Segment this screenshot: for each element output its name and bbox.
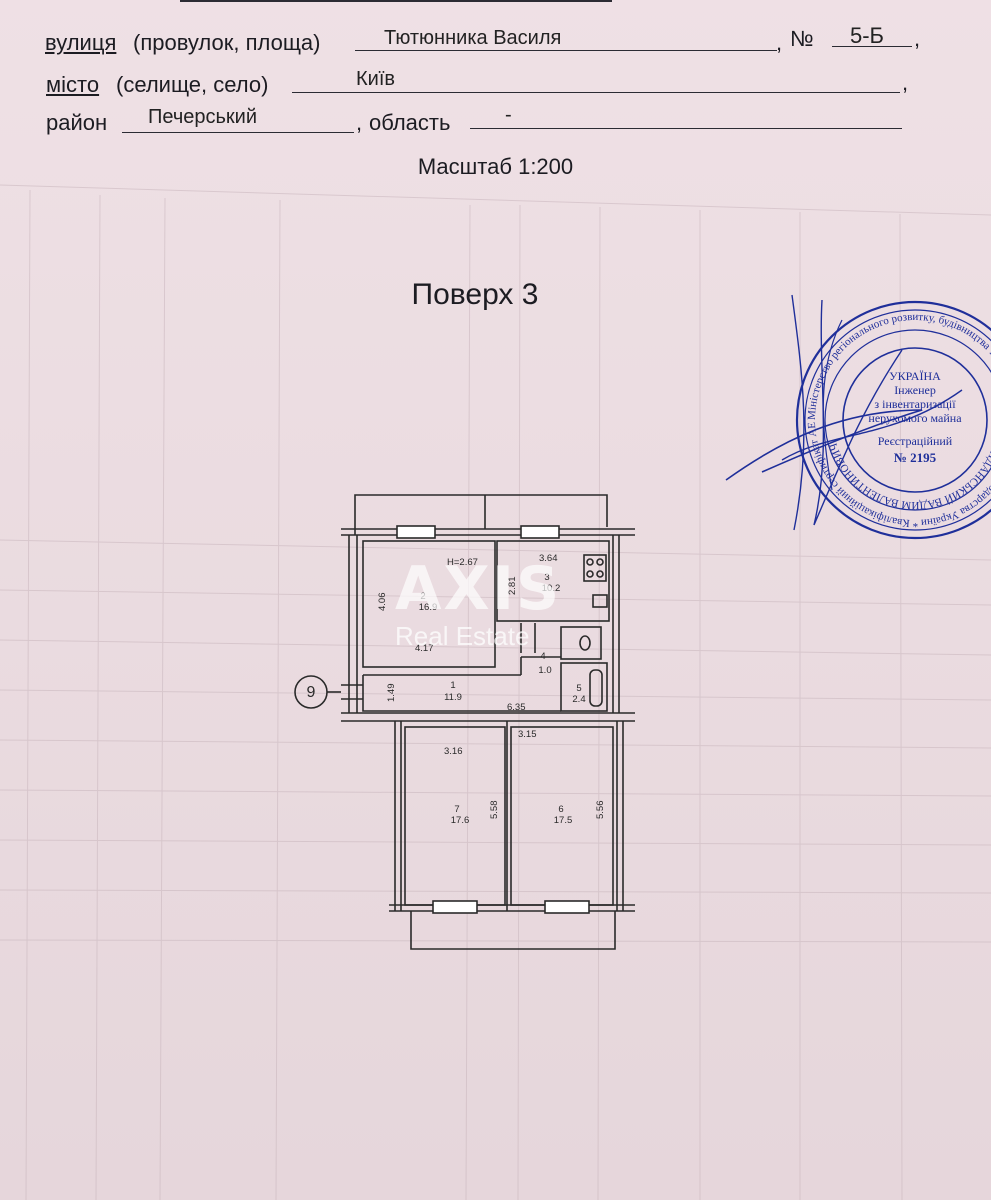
dim-3-16: 3.16	[444, 746, 463, 757]
city-label: місто	[46, 72, 100, 97]
dim-3-15: 3.15	[518, 729, 537, 740]
region-label: область	[369, 110, 451, 135]
top-rule	[180, 0, 612, 2]
number-value: 5-Б	[850, 23, 884, 48]
number-underline	[832, 46, 912, 47]
city-comma: ,	[902, 70, 909, 95]
street-suffix: (провулок, площа)	[133, 30, 321, 55]
axis-marker: 9	[307, 684, 316, 701]
room-1-no: 1	[450, 680, 455, 691]
seal-line-6: № 2195	[894, 450, 937, 465]
district-underline	[122, 132, 354, 133]
district-value: Печерський	[148, 106, 258, 128]
room-6-area: 17.5	[554, 815, 573, 826]
room-2-area: 16.9	[419, 602, 438, 613]
dim-3-64: 3.64	[539, 553, 558, 564]
district-comma: ,	[356, 110, 363, 135]
dim-4-06: 4.06	[377, 593, 388, 612]
watermark-brand: AXIS	[395, 554, 561, 624]
city-suffix: (селище, село)	[116, 72, 269, 97]
seal-line-4: нерухомого майна	[868, 411, 962, 425]
room-4-area: 1.0	[538, 665, 551, 676]
number-label: №	[790, 26, 814, 51]
district-label: район	[46, 110, 108, 135]
room-1-area: 11.9	[444, 692, 462, 703]
region-value: -	[505, 104, 512, 126]
region-underline	[470, 128, 902, 129]
seal-line-3: з інвентаризації	[874, 397, 956, 411]
plan-labels: 9 H=2.67 2 16.9 3 10.2 4 1.0 5 2.4 1 11.…	[307, 553, 606, 826]
room-6-no: 6	[558, 804, 563, 815]
ceiling-height: H=2.67	[447, 557, 478, 568]
scale-label: Масштаб 1:200	[417, 154, 574, 179]
floor-plan: 9 H=2.67 2 16.9 3 10.2 4 1.0 5 2.4 1 11.…	[285, 485, 645, 965]
watermark: AXIS Real Estate	[395, 554, 561, 651]
room-2-no: 2	[420, 591, 425, 602]
room-7-area: 17.6	[451, 815, 470, 826]
room-7-no: 7	[454, 804, 459, 815]
street-label: вулиця	[45, 30, 117, 55]
room-3-area: 10.2	[542, 583, 561, 594]
number-comma: ,	[914, 26, 921, 51]
dim-5-56: 5.56	[595, 801, 606, 820]
dim-2-81: 2.81	[507, 577, 518, 596]
street-underline	[355, 50, 777, 51]
dim-5-58: 5.58	[489, 801, 500, 820]
street-value: Тютюнника Василя	[384, 27, 562, 49]
city-underline	[292, 92, 900, 93]
watermark-sub: Real Estate	[395, 621, 529, 651]
room-5-no: 5	[576, 683, 581, 694]
seal-line-1: УКРАЇНА	[889, 369, 941, 383]
floor-title: Поверх 3	[411, 278, 539, 311]
engineer-seal: Міністерство регіонального розвитку, буд…	[722, 290, 991, 550]
room-4-no: 4	[540, 651, 545, 662]
dim-4-17: 4.17	[415, 643, 434, 654]
dim-1-49: 1.49	[386, 684, 397, 703]
dim-6-35: 6.35	[507, 702, 526, 713]
city-value: Київ	[356, 68, 396, 90]
seal-line-5: Реєстраційний	[878, 434, 953, 448]
street-comma: ,	[776, 30, 783, 55]
room-3-no: 3	[544, 572, 549, 583]
room-5-area: 2.4	[572, 694, 585, 705]
seal-line-2: Інженер	[894, 383, 936, 397]
